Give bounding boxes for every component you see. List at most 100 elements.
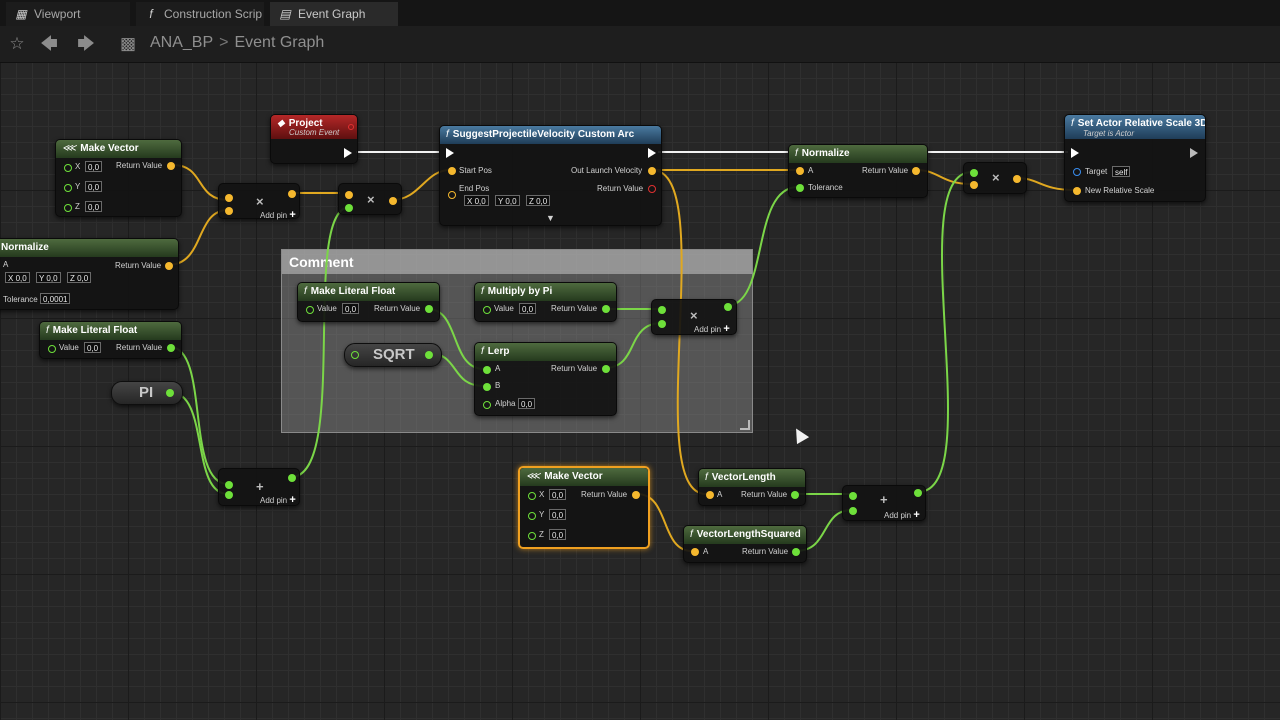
input-pin-b[interactable] xyxy=(849,507,857,515)
input-pin-y[interactable] xyxy=(528,512,536,520)
add-pin-button[interactable]: Add pin + xyxy=(260,209,296,221)
input-pin-a[interactable] xyxy=(225,481,233,489)
exec-output-pin[interactable] xyxy=(648,148,656,158)
input-pin-a[interactable] xyxy=(691,548,699,556)
input-pin-x[interactable] xyxy=(528,492,536,500)
input-pin-a[interactable] xyxy=(706,491,714,499)
output-pin-return-value[interactable] xyxy=(602,305,610,313)
delegate-pin[interactable] xyxy=(348,124,354,130)
add-pin-button[interactable]: Add pin + xyxy=(260,494,296,506)
node-project-event[interactable]: ◆Project Custom Event xyxy=(270,114,358,164)
output-pin-out-launch-velocity[interactable] xyxy=(648,167,656,175)
back-arrow-icon[interactable]: 🡄 xyxy=(40,34,58,53)
input-pin-value[interactable] xyxy=(48,345,56,353)
output-pin[interactable] xyxy=(389,197,397,205)
output-pin[interactable] xyxy=(724,303,732,311)
input-pin-b[interactable] xyxy=(970,181,978,189)
node-vector-float-multiply[interactable]: × xyxy=(338,183,402,215)
input-pin-end-pos[interactable] xyxy=(448,191,456,199)
node-make-vector[interactable]: ⋘Make Vector X 0,0 Y 0,0 Z 0,0 Return Va… xyxy=(55,139,182,217)
output-pin-sqrt[interactable] xyxy=(425,351,433,359)
exec-input-pin[interactable] xyxy=(446,148,454,158)
input-pin-tolerance[interactable] xyxy=(796,184,804,192)
x-value-field[interactable]: 0,0 xyxy=(85,161,103,172)
node-pi[interactable]: PI xyxy=(111,381,183,405)
input-pin-z[interactable] xyxy=(64,204,72,212)
input-pin-a[interactable] xyxy=(658,306,666,314)
add-pin-button[interactable]: Add pin + xyxy=(884,509,920,521)
tolerance-field[interactable]: 0,0001 xyxy=(40,293,71,304)
favorite-star-icon[interactable]: ☆ xyxy=(9,34,25,53)
z-value-field[interactable]: 0,0 xyxy=(549,529,567,540)
node-vector-float-multiply-2[interactable]: × xyxy=(963,162,1027,194)
input-pin-b[interactable] xyxy=(225,207,233,215)
node-float-multiply[interactable]: × Add pin + xyxy=(651,299,737,335)
output-pin-return-value[interactable] xyxy=(912,167,920,175)
node-float-add-2[interactable]: + Add pin + xyxy=(842,485,926,521)
a-x-field[interactable]: X 0,0 xyxy=(5,272,30,283)
input-pin-start-pos[interactable] xyxy=(448,167,456,175)
breadcrumb-blueprint[interactable]: ANA_BP xyxy=(150,34,214,51)
expand-arrow-icon[interactable]: ▼ xyxy=(546,213,555,223)
input-pin-a[interactable] xyxy=(849,492,857,500)
value-field[interactable]: 0,0 xyxy=(342,303,360,314)
output-pin[interactable] xyxy=(1013,175,1021,183)
comment-resize-handle[interactable] xyxy=(740,420,750,430)
input-pin-b[interactable] xyxy=(658,320,666,328)
node-vector-multiply[interactable]: × Add pin + xyxy=(218,183,300,221)
input-pin-y[interactable] xyxy=(64,184,72,192)
y-value-field[interactable]: 0,0 xyxy=(549,509,567,520)
output-pin-return-value[interactable] xyxy=(792,548,800,556)
value-field[interactable]: 0,0 xyxy=(519,303,537,314)
forward-arrow-icon[interactable]: 🡆 xyxy=(77,34,95,53)
input-pin-a[interactable] xyxy=(483,366,491,374)
input-pin-sqrt[interactable] xyxy=(351,351,359,359)
output-pin[interactable] xyxy=(914,489,922,497)
input-pin-a[interactable] xyxy=(225,194,233,202)
breadcrumb-graph[interactable]: Event Graph xyxy=(234,34,325,51)
node-normalize[interactable]: Normalize A X 0,0 Y 0,0 Z 0,0 Tolerance … xyxy=(0,238,179,310)
alpha-field[interactable]: 0,0 xyxy=(518,398,536,409)
input-pin-alpha[interactable] xyxy=(483,401,491,409)
node-sqrt[interactable]: SQRT xyxy=(344,343,442,367)
input-pin-target[interactable] xyxy=(1073,168,1081,176)
input-pin-value[interactable] xyxy=(306,306,314,314)
a-z-field[interactable]: Z 0,0 xyxy=(67,272,92,283)
input-pin-z[interactable] xyxy=(528,532,536,540)
a-y-field[interactable]: Y 0,0 xyxy=(36,272,61,283)
input-pin-b[interactable] xyxy=(225,491,233,499)
add-pin-button[interactable]: Add pin + xyxy=(694,323,730,335)
output-pin[interactable] xyxy=(288,474,296,482)
node-float-add[interactable]: + Add pin + xyxy=(218,468,300,506)
x-value-field[interactable]: 0,0 xyxy=(549,489,567,500)
output-pin-return-value[interactable] xyxy=(167,344,175,352)
y-value-field[interactable]: 0,0 xyxy=(85,181,103,192)
end-pos-x-field[interactable]: X 0,0 xyxy=(464,195,489,206)
exec-output-pin[interactable] xyxy=(344,148,352,158)
comment-title[interactable]: Comment xyxy=(282,250,752,274)
exec-input-pin[interactable] xyxy=(1071,148,1079,158)
input-pin-b[interactable] xyxy=(483,383,491,391)
output-pin-return-value[interactable] xyxy=(602,365,610,373)
value-field[interactable]: 0,0 xyxy=(84,342,102,353)
output-pin-return-value[interactable] xyxy=(165,262,173,270)
output-pin-return-value[interactable] xyxy=(648,185,656,193)
end-pos-y-field[interactable]: Y 0,0 xyxy=(495,195,520,206)
input-pin-new-relative-scale[interactable] xyxy=(1073,187,1081,195)
z-value-field[interactable]: 0,0 xyxy=(85,201,103,212)
tab-viewport[interactable]: ▦Viewport xyxy=(6,2,130,26)
input-pin-a[interactable] xyxy=(970,169,978,177)
input-pin-a[interactable] xyxy=(796,167,804,175)
node-make-vector-selected[interactable]: ⋘Make Vector X 0,0 Y 0,0 Z 0,0 Return Va… xyxy=(518,466,650,549)
output-pin-return-value[interactable] xyxy=(632,491,640,499)
output-pin-pi[interactable] xyxy=(166,389,174,397)
